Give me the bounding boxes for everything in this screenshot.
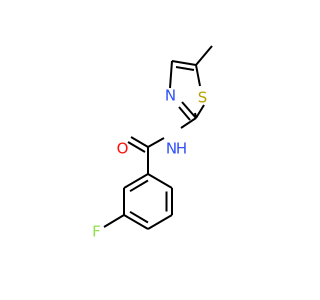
benzene-ring [123, 173, 173, 230]
bond-carbonyl-n [147, 137, 165, 148]
bond-c5-methyl [195, 45, 213, 66]
bond-carbonyl-o-1 [130, 136, 149, 148]
bond-thiazole-c4-c5 [171, 60, 197, 66]
bond-benzene-c1-c2 [147, 173, 173, 189]
atom-label-ring-nitrogen: N [165, 87, 176, 105]
bond-carbonyl-o-2 [127, 141, 146, 153]
bond-n-thiazole [180, 117, 197, 129]
bond-benzene-c4-c5-inner [129, 210, 149, 224]
thiazole-ring [169, 60, 205, 121]
molecule-structure: O N H N S F [92, 45, 213, 241]
bond-thiazole-s-c2 [195, 104, 205, 119]
bond-c5-f [103, 214, 125, 228]
bond-thiazole-c4-c5-inner [175, 66, 195, 71]
bond-thiazole-n3-c4 [169, 60, 173, 89]
bond-thiazole-c2-n3-inner [178, 106, 191, 121]
atom-label-sulfur: S [198, 89, 208, 107]
bond-benzene-c4-c5 [123, 214, 149, 230]
bond-benzene-c6-c1 [123, 173, 149, 189]
bond-thiazole-c5-s [195, 64, 201, 87]
atom-label-fluorine: F [92, 223, 101, 241]
bond-thiazole-c2-n3 [181, 101, 197, 119]
bond-benzene-c6-c1-inner [129, 179, 149, 193]
bond-benzene-c3-c4 [147, 214, 173, 230]
atom-label-amide-hydrogen: H [176, 140, 187, 158]
atom-label-oxygen: O [117, 140, 129, 158]
atom-label-amide-nitrogen: N [166, 140, 177, 158]
